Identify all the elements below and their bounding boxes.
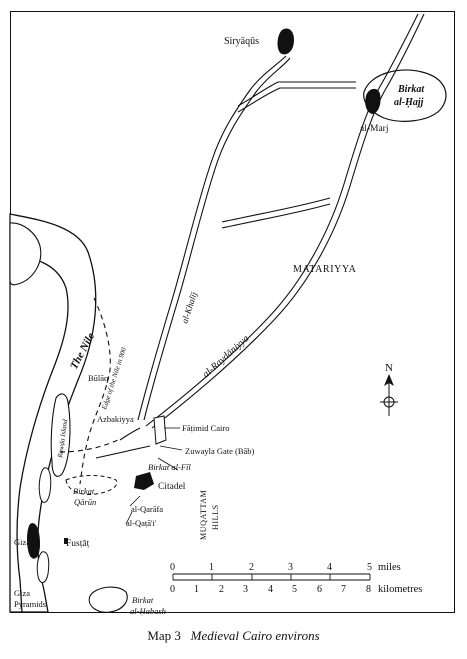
fatimid-cairo-walls: [153, 415, 167, 445]
citadel-shape: [134, 472, 154, 490]
label-birkat-qarun-2: Qārūn: [74, 497, 96, 507]
scale-miles-tick-2: 2: [249, 562, 254, 573]
label-al-raydaniyya: al-Raydāniyya: [201, 333, 252, 380]
label-birkat-al-fil: Birkat al-Fīl: [148, 462, 191, 472]
fustat-settlement: [64, 538, 68, 544]
caption-label: Map 3: [147, 628, 181, 643]
label-giza-pyramids-2: Pyramids: [14, 599, 46, 609]
label-hills: HILLS: [211, 504, 220, 530]
label-birkat-al-hajj-2: al-Ḥajj: [394, 97, 424, 108]
siryaqus-settlement: [277, 28, 294, 55]
label-giza: Giza: [14, 537, 30, 547]
scale-km-tick-4: 4: [268, 584, 273, 595]
north-arrow-label: N: [385, 362, 393, 374]
road-network: [95, 81, 356, 459]
nile-island-south: [38, 467, 52, 503]
label-azbakiyya: Azbakiyya: [97, 414, 134, 424]
label-giza-pyramids: Giza: [14, 588, 30, 598]
label-al-qatai: al-Qaṭā'i': [126, 518, 157, 528]
scale-miles-tick-5: 5: [367, 562, 372, 573]
scale-miles-tick-1: 1: [209, 562, 214, 573]
north-arrow: [380, 374, 398, 416]
scale-bar: [172, 573, 371, 581]
giza-settlement: [27, 523, 40, 559]
birkat-qarun-shape: [65, 475, 118, 495]
al-khalij-canal: [137, 55, 291, 421]
label-al-marj: al-Marj: [360, 124, 389, 134]
label-birkat-al-habash-2: al-Ḥabash: [130, 606, 166, 616]
map-caption: Map 3 Medieval Cairo environs: [0, 628, 467, 644]
label-al-qarafa: al-Qarāfa: [131, 504, 163, 514]
scale-km-unit: kilometres: [378, 584, 422, 595]
label-birkat-al-hajj: Birkat: [397, 84, 425, 95]
label-zuwayla-gate: Zuwayla Gate (Bāb): [185, 446, 255, 456]
scale-km-tick-0: 0: [170, 584, 175, 595]
label-fatimid-cairo: Fāṭimid Cairo: [182, 423, 229, 433]
label-citadel: Citadel: [158, 482, 186, 492]
scale-miles-tick-0: 0: [170, 562, 175, 573]
scale-km-tick-1: 1: [194, 584, 199, 595]
label-fustat: Fusṭāṭ: [66, 539, 90, 549]
scale-km-tick-6: 6: [317, 584, 322, 595]
nile-island-south-2: [36, 551, 50, 583]
scale-km-tick-7: 7: [341, 584, 346, 595]
scale-miles-tick-3: 3: [288, 562, 293, 573]
al-raydaniyya-road: [145, 13, 425, 429]
birkat-al-habash-shape: [88, 586, 128, 613]
scale-miles-unit: miles: [378, 562, 401, 573]
label-siryaqus: Siryāqūs: [224, 36, 259, 47]
caption-title: Medieval Cairo environs: [190, 628, 320, 643]
scale-miles-tick-4: 4: [327, 562, 332, 573]
nile-island-upper: [9, 222, 42, 286]
label-birkat-qarun: Birkat: [73, 486, 95, 496]
scale-km-tick-2: 2: [219, 584, 224, 595]
label-muqattam: MUQATTAM: [199, 490, 208, 540]
label-bulaq: Būlāq: [88, 373, 109, 383]
label-al-khalij: al-Khalīj: [179, 290, 199, 324]
label-matariyya: MATARIYYA: [293, 264, 357, 275]
rawda-island: [50, 393, 71, 477]
scale-km-tick-3: 3: [243, 584, 248, 595]
scale-km-tick-5: 5: [292, 584, 297, 595]
edge-of-nile-900-line: [79, 297, 111, 485]
leader-lines: [125, 427, 183, 525]
nile-branch-dashed: [59, 439, 119, 453]
scale-km-tick-8: 8: [366, 584, 371, 595]
label-birkat-al-habash: Birkat: [132, 595, 154, 605]
